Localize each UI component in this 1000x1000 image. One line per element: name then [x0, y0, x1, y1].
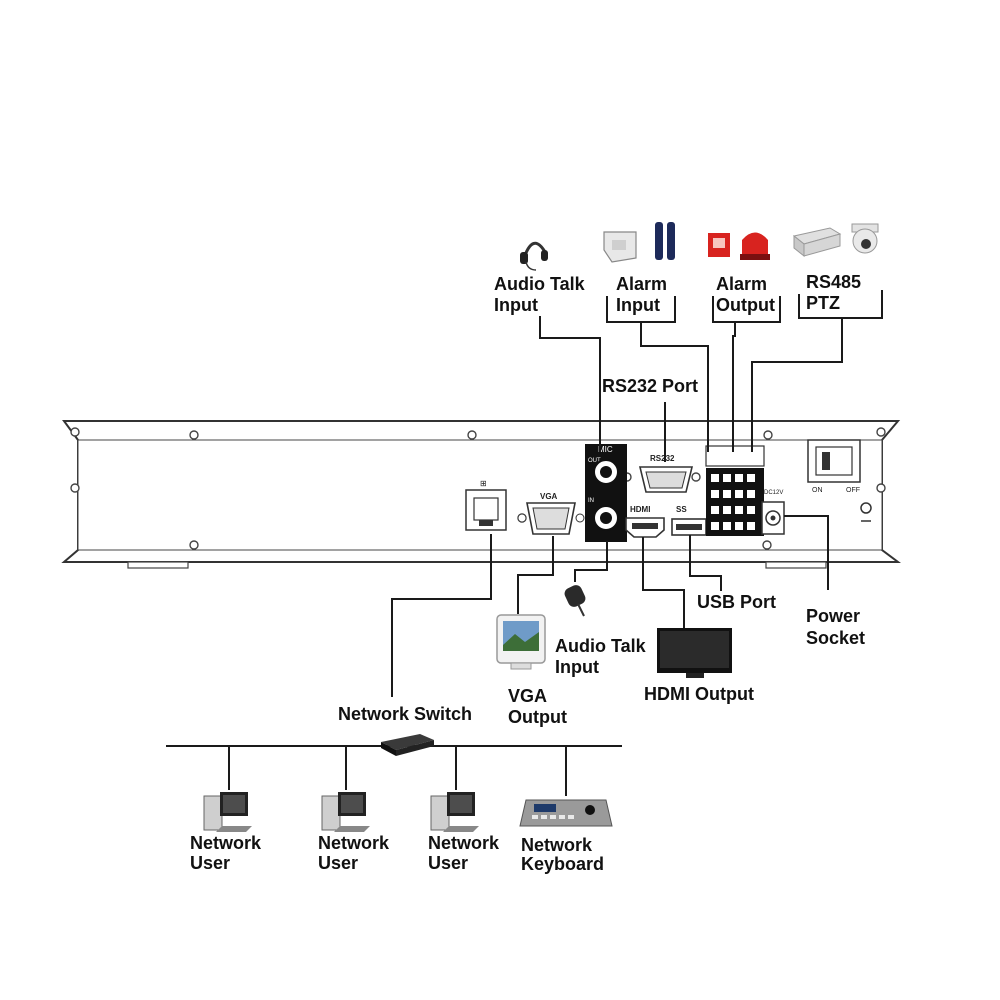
svg-text:Output: Output: [508, 707, 567, 727]
vga-port: VGA: [517, 492, 585, 535]
network-icon-mark: ⊞: [480, 479, 487, 488]
microphone-icon: [564, 585, 586, 617]
svg-text:Output: Output: [716, 295, 775, 315]
label-audio-talk-input-bottom: Audio Talk Input: [555, 636, 647, 677]
beam-sensor-icon: [655, 222, 675, 260]
label-network-keyboard: Network Keyboard: [521, 835, 604, 874]
label-network-switch: Network Switch: [338, 704, 472, 724]
hdmi-tv-icon: [657, 628, 732, 678]
svg-text:User: User: [190, 853, 230, 873]
alarm-terminal-block: [705, 445, 765, 536]
motion-detector-icon: [603, 231, 637, 263]
svg-text:VGA: VGA: [508, 686, 547, 706]
network-user-pc-icon-3: [430, 792, 479, 832]
label-usb-port: USB Port: [697, 592, 776, 612]
svg-text:Input: Input: [616, 295, 660, 315]
alarm-strobe-icon: [740, 232, 770, 260]
svg-text:Socket: Socket: [806, 628, 865, 648]
network-switch-icon: [381, 734, 434, 756]
dc12v-socket: DC12V: [761, 490, 785, 535]
network-user-pc-icon-1: [203, 792, 252, 832]
network-keyboard-icon: [519, 799, 613, 827]
svg-text:Alarm: Alarm: [716, 274, 767, 294]
svg-text:Network: Network: [521, 835, 593, 855]
usb-panel-label: SS: [676, 505, 687, 514]
network-user-pc-icon-2: [321, 792, 370, 832]
label-rs485-ptz: RS485 PTZ: [806, 272, 861, 313]
svg-text:Audio Talk: Audio Talk: [555, 636, 647, 656]
power-switch: ON OFF: [807, 439, 872, 522]
audio-mic-block: MIC OUT IN: [585, 444, 627, 542]
in-label: IN: [588, 498, 594, 504]
hdmi-panel-label: HDMI: [630, 505, 650, 514]
label-alarm-output: Alarm Output: [716, 274, 775, 315]
svg-text:Network: Network: [318, 833, 390, 853]
switch-off-label: OFF: [846, 487, 860, 494]
headset-icon: [520, 241, 548, 271]
label-network-user-3: Network User: [428, 833, 500, 873]
label-audio-talk-input-top: Audio Talk Input: [494, 274, 586, 315]
svg-text:Network: Network: [428, 833, 500, 853]
rs232-port: RS232: [638, 454, 694, 493]
label-network-user-2: Network User: [318, 833, 390, 873]
wiring: [166, 290, 883, 796]
dc12v-label: DC12V: [764, 490, 783, 496]
svg-text:Input: Input: [494, 295, 538, 315]
svg-text:Input: Input: [555, 657, 599, 677]
vga-panel-label: VGA: [540, 492, 558, 501]
mic-label: MIC: [598, 445, 613, 454]
ground-icon: [860, 502, 872, 514]
svg-text:RS485: RS485: [806, 272, 861, 292]
label-network-user-1: Network User: [190, 833, 262, 873]
svg-text:Power: Power: [806, 606, 860, 626]
alarm-siren-icon: [708, 233, 730, 257]
ptz-decoder-icon: [792, 227, 842, 258]
svg-text:Alarm: Alarm: [616, 274, 667, 294]
svg-text:User: User: [318, 853, 358, 873]
svg-text:Network: Network: [190, 833, 262, 853]
label-rs232-port: RS232 Port: [602, 376, 698, 396]
label-power-socket: Power Socket: [806, 606, 865, 648]
switch-on-label: ON: [812, 487, 823, 494]
svg-text:PTZ: PTZ: [806, 293, 840, 313]
label-hdmi-output: HDMI Output: [644, 684, 754, 704]
rs232-panel-label: RS232: [650, 454, 675, 463]
label-vga-output: VGA Output: [508, 686, 567, 727]
ptz-camera-icon: [851, 223, 879, 254]
svg-text:User: User: [428, 853, 468, 873]
svg-text:Audio Talk: Audio Talk: [494, 274, 586, 294]
hdmi-port: HDMI: [625, 505, 665, 538]
usb-port: SS: [671, 505, 707, 536]
label-alarm-input: Alarm Input: [616, 274, 667, 315]
vga-monitor-icon: [496, 614, 546, 670]
lan-port: ⊞: [465, 479, 507, 531]
svg-text:Keyboard: Keyboard: [521, 854, 604, 874]
out-label: OUT: [588, 458, 601, 464]
